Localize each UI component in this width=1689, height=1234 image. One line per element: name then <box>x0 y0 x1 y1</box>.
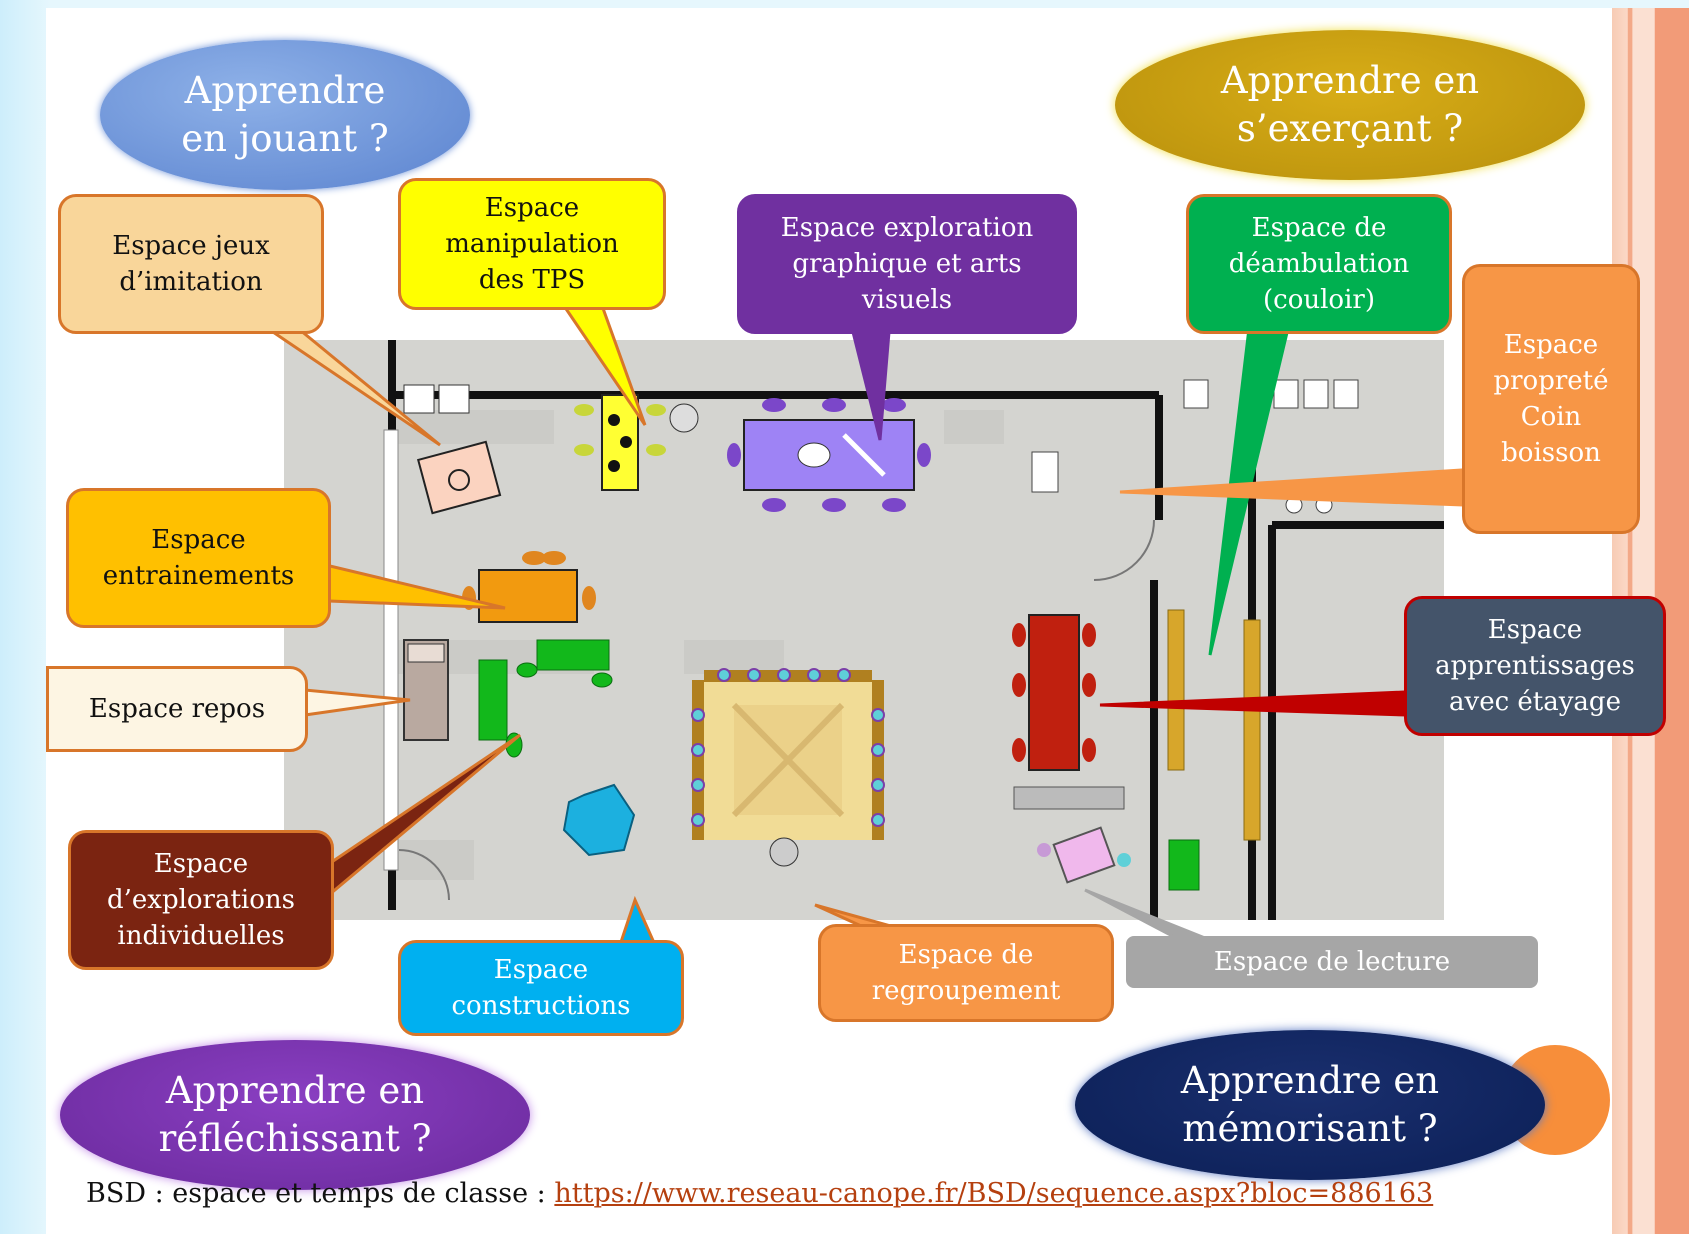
manipulation-table <box>574 394 699 491</box>
corridor-bench <box>1167 609 1185 771</box>
pointer-entrainements <box>303 558 506 610</box>
callout-espace-manipulation: Espace manipulation des TPS <box>398 178 666 310</box>
pointer-proprete <box>1119 468 1464 507</box>
floor-plan-drawing <box>383 340 1444 920</box>
corridor-chair <box>1168 839 1200 891</box>
gathering-area <box>691 668 885 867</box>
imitation-table <box>403 384 502 515</box>
oval-apprendre-en-jouant: Apprendre en jouant ? <box>100 40 470 190</box>
callout-espace-jeux-imitation: Espace jeux d’imitation <box>58 194 324 334</box>
footer-text: BSD : espace et temps de classe : <box>86 1178 555 1209</box>
corridor-coat-rack <box>1243 619 1261 841</box>
callout-espace-entrainements: Espace entrainements <box>66 488 331 628</box>
construction-rug <box>562 783 636 857</box>
window-left <box>383 429 399 871</box>
callout-espace-explorations-individuelles: Espace d’explorations individuelles <box>68 830 334 970</box>
callout-espace-proprete: Espace propreté Coin boisson <box>1462 264 1640 534</box>
callout-espace-repos: Espace repos <box>46 666 308 752</box>
callout-espace-constructions: Espace constructions <box>398 940 684 1036</box>
pointer-apprentissages <box>1099 690 1407 717</box>
callout-espace-exploration-graphique: Espace exploration graphique et arts vis… <box>737 194 1077 334</box>
pointer-repos <box>303 688 411 717</box>
rest-bed <box>403 639 449 741</box>
oval-apprendre-en-sexercant: Apprendre en s’exerçant ? <box>1115 30 1585 180</box>
pointer-exploration-graphique <box>848 318 892 441</box>
arts-table <box>727 398 931 512</box>
callout-espace-deambulation: Espace de déambulation (couloir) <box>1186 194 1452 334</box>
pointer-jeux-imitation <box>265 328 441 447</box>
oval-apprendre-en-reflechissant: Apprendre en réfléchissant ? <box>60 1040 530 1190</box>
door-arc-left <box>398 849 450 901</box>
pointer-manipulation <box>557 298 647 426</box>
reading-corner <box>1013 786 1131 884</box>
pointer-explorations-individuelles <box>303 733 521 919</box>
footer-link[interactable]: https://www.reseau-canope.fr/BSD/sequenc… <box>554 1178 1434 1209</box>
callout-espace-lecture: Espace de lecture <box>1126 936 1538 988</box>
door-arc-right <box>1093 519 1155 581</box>
guided-learning-table <box>1012 614 1096 771</box>
callout-espace-regroupement: Espace de regroupement <box>818 924 1114 1022</box>
pointer-constructions <box>617 895 658 947</box>
callout-espace-apprentissages: Espace apprentissages avec étayage <box>1404 596 1666 736</box>
footer-reference: BSD : espace et temps de classe : https:… <box>86 1178 1433 1209</box>
individual-tables <box>478 639 613 758</box>
oval-apprendre-en-memorisant: Apprendre en mémorisant ? <box>1075 1030 1545 1180</box>
